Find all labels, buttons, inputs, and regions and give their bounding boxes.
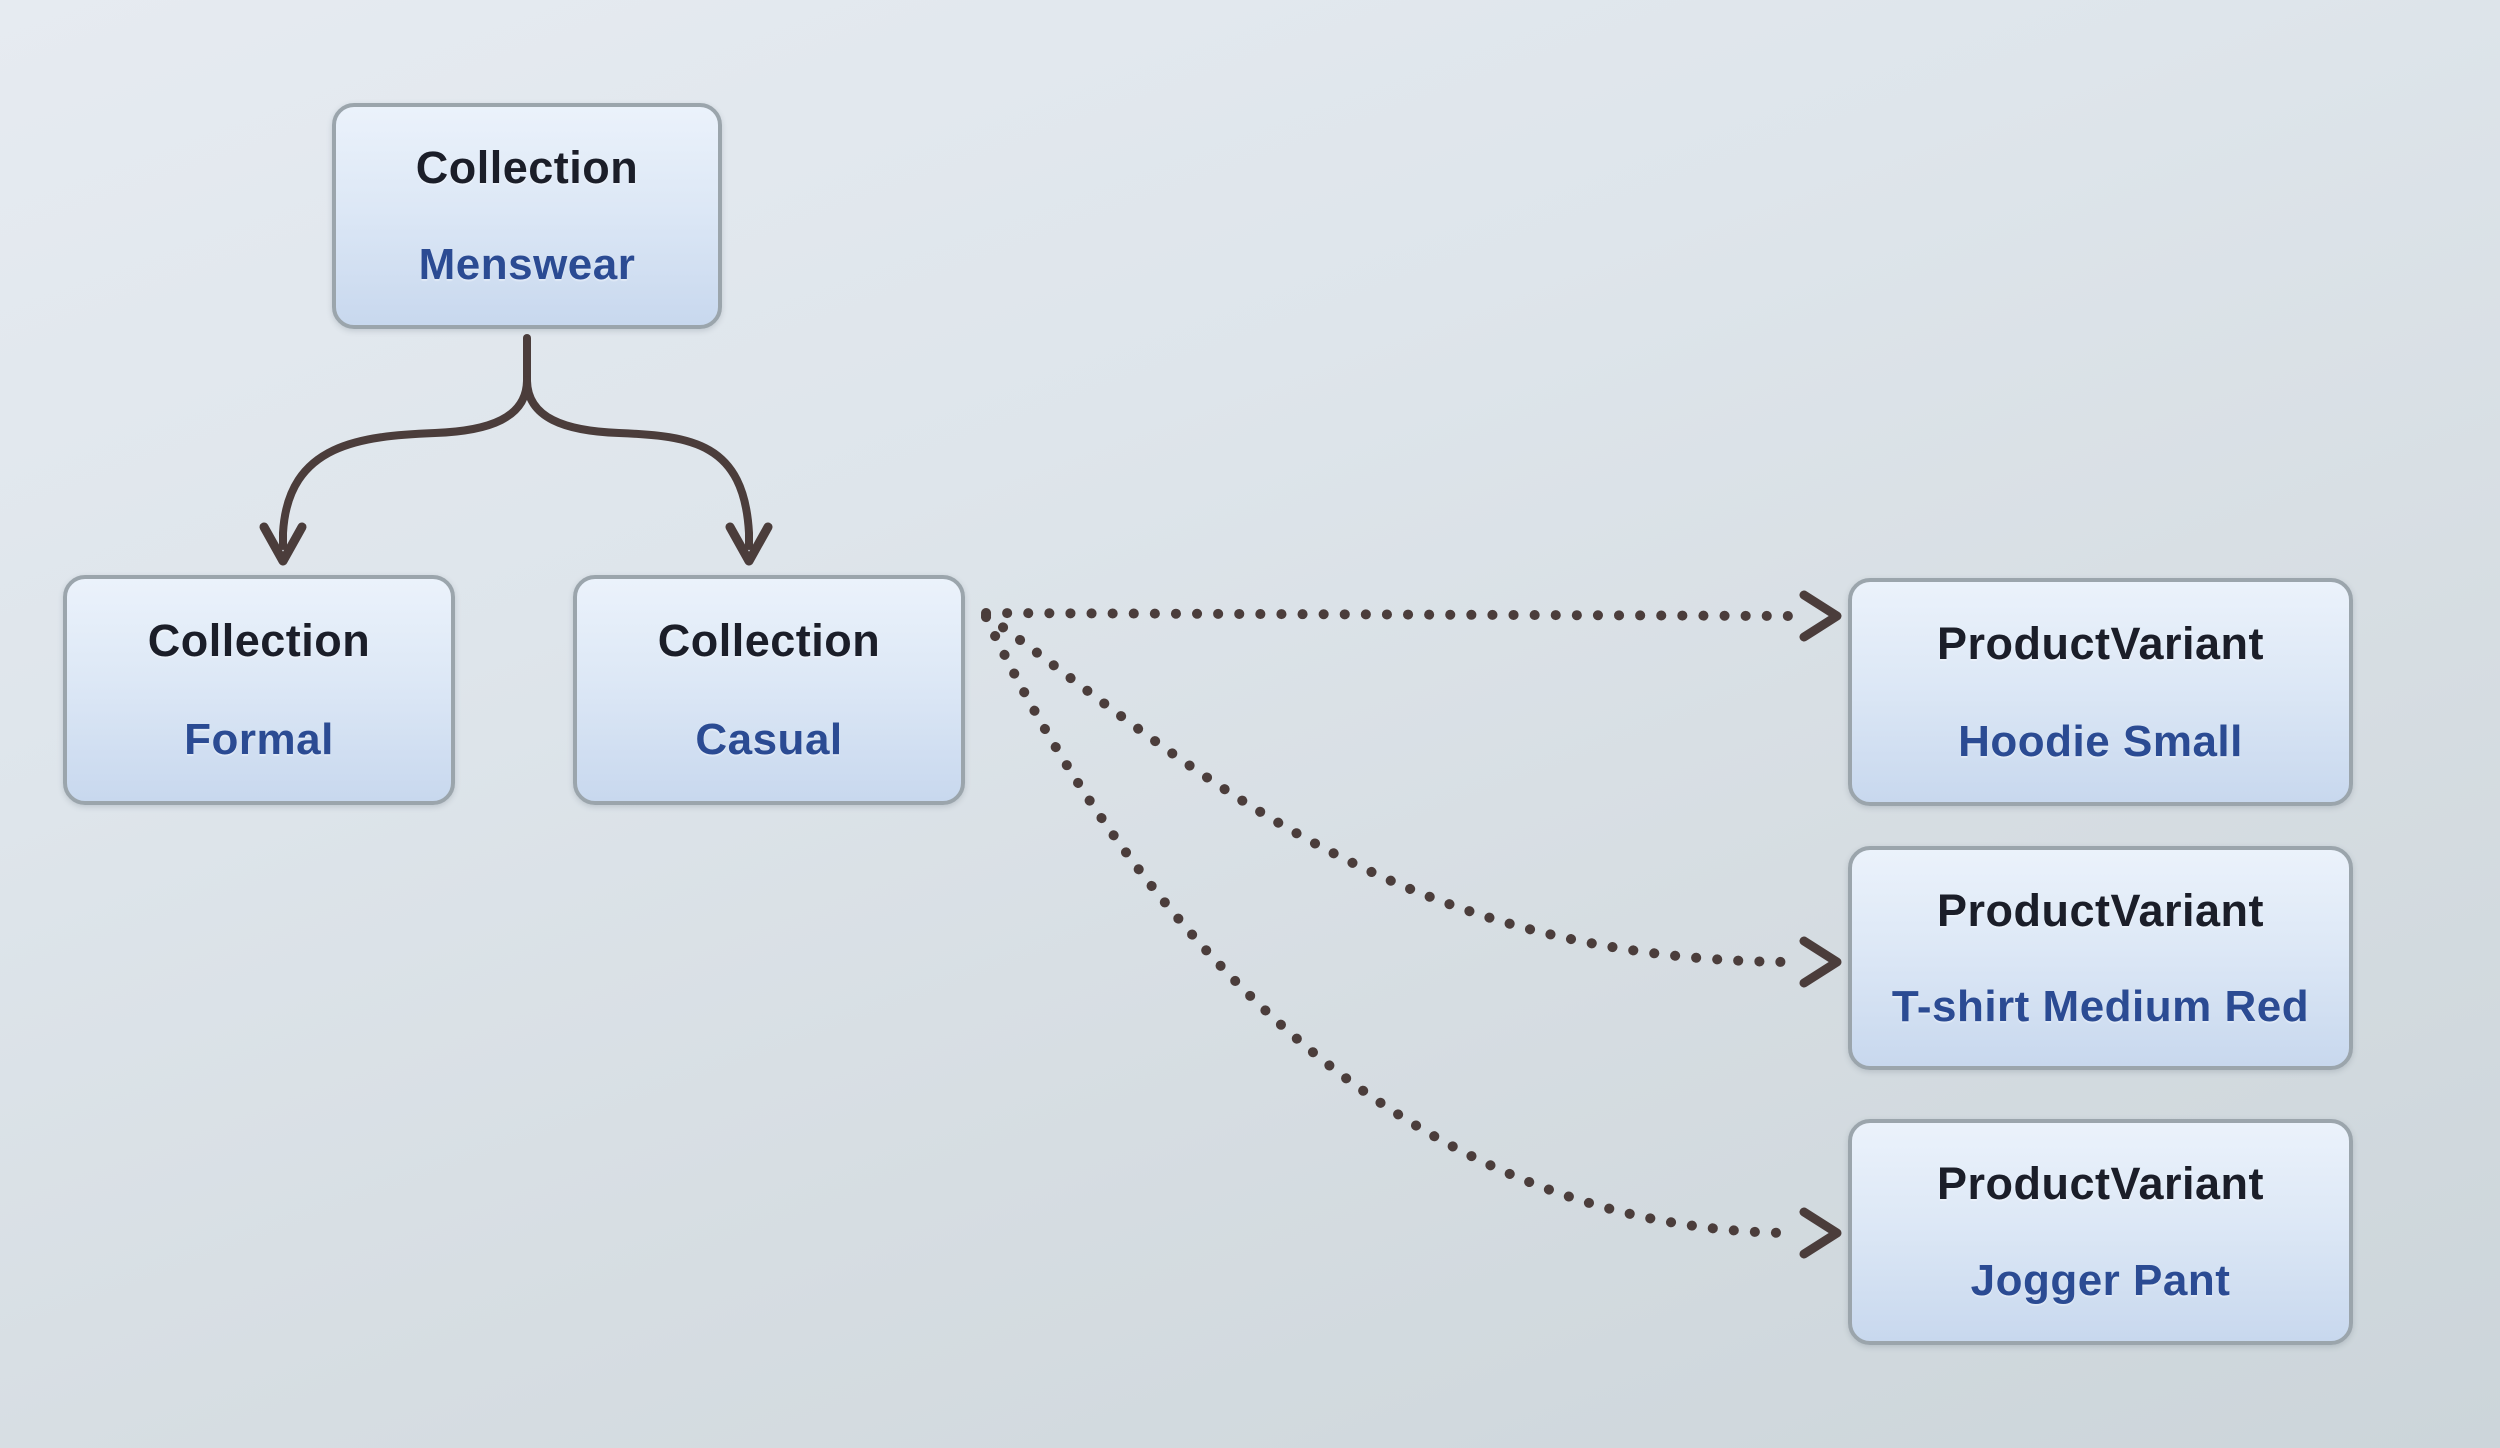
edge-casual-tshirt [981, 610, 1842, 988]
node-collection-menswear[interactable]: Collection Menswear [332, 103, 722, 329]
edge-casual-jogger [981, 612, 1842, 1259]
node-type-label: ProductVariant [1936, 1158, 2265, 1209]
node-instance-label: Hoodie Small [1958, 716, 2243, 766]
arrowhead-right-tshirt [1799, 936, 1842, 988]
node-type-label: Collection [415, 142, 639, 193]
node-collection-casual[interactable]: Collection Casual [573, 575, 965, 805]
node-instance-label: Jogger Pant [1970, 1256, 2231, 1305]
arrowhead-down-formal [259, 522, 307, 566]
node-type-label: ProductVariant [1936, 617, 2265, 669]
node-variant-jogger-pant[interactable]: ProductVariant Jogger Pant [1848, 1119, 2353, 1345]
node-variant-tshirt-medium-red[interactable]: ProductVariant T-shirt Medium Red [1848, 846, 2353, 1070]
arrowhead-down-casual [725, 522, 773, 566]
node-variant-hoodie-small[interactable]: ProductVariant Hoodie Small [1848, 578, 2353, 806]
node-type-label: Collection [657, 615, 881, 666]
node-instance-label: Menswear [418, 240, 636, 289]
node-collection-formal[interactable]: Collection Formal [63, 575, 455, 805]
arrowhead-right-jogger [1799, 1207, 1842, 1259]
edge-menswear-formal [259, 334, 531, 566]
node-type-label: Collection [147, 615, 371, 666]
node-instance-label: Formal [184, 715, 334, 764]
edge-menswear-casual [523, 376, 773, 566]
node-instance-label: T-shirt Medium Red [1891, 981, 2310, 1031]
node-type-label: ProductVariant [1936, 884, 2265, 936]
edge-casual-hoodie [981, 590, 1842, 642]
arrowhead-right-hoodie [1799, 590, 1842, 642]
node-instance-label: Casual [695, 715, 843, 764]
